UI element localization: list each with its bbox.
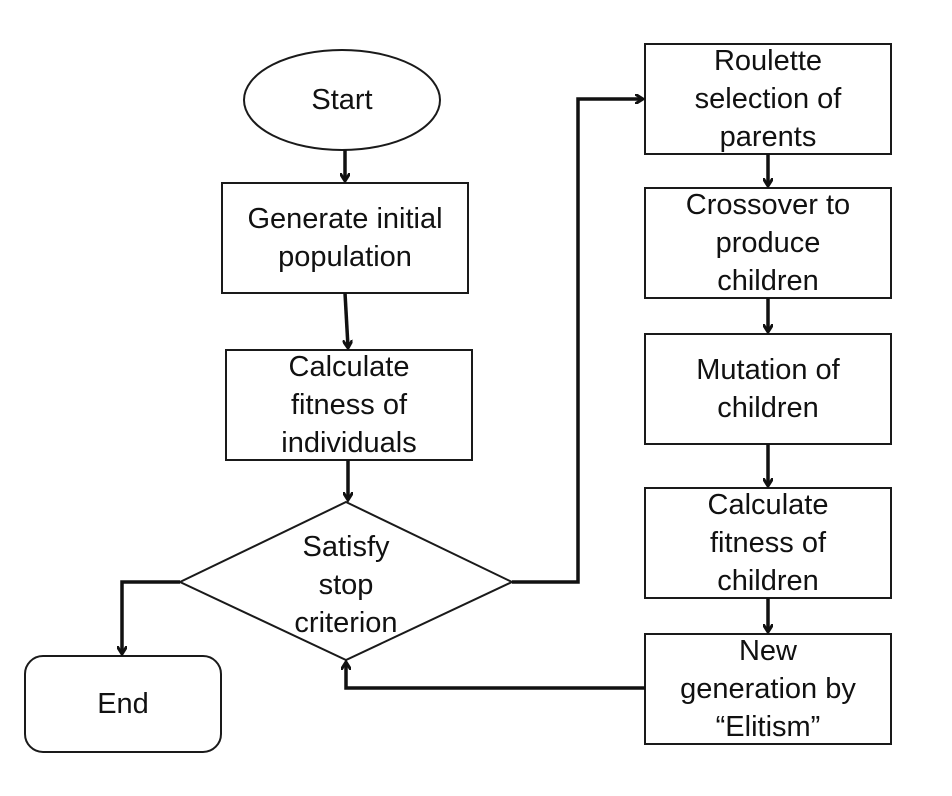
crossover-label: Crossover to produce children xyxy=(645,188,891,298)
roulette-box xyxy=(644,43,892,155)
crossover-box xyxy=(644,187,892,299)
stop-criterion-label: Satisfy stop criterion xyxy=(246,525,446,645)
mutation-line-2: children xyxy=(717,392,819,424)
new-gen-line-2: generation by xyxy=(680,673,856,705)
edge-generate-calc xyxy=(345,292,348,347)
start-label: Start xyxy=(244,50,440,150)
new-generation-box xyxy=(644,633,892,745)
stop-line-3: criterion xyxy=(294,607,398,639)
calc-fitness-child-line-2: fitness of xyxy=(709,527,827,559)
crossover-line-1: Crossover to xyxy=(685,189,851,221)
roulette-line-2: selection of xyxy=(694,83,842,115)
roulette-line-3: parents xyxy=(719,121,817,153)
calc-fitness-ind-line-3: individuals xyxy=(281,427,417,459)
mutation-label: Mutation of children xyxy=(645,334,891,444)
roulette-line-1: Roulette xyxy=(713,45,822,77)
mutation-box xyxy=(644,333,892,445)
mutation-line-1: Mutation of xyxy=(696,354,840,386)
generate-line-2: population xyxy=(278,241,412,273)
new-generation-label: New generation by “Elitism” xyxy=(645,634,891,744)
calc-fitness-individuals-label: Calculate fitness of individuals xyxy=(226,345,472,465)
calc-fitness-children-box xyxy=(644,487,892,599)
crossover-line-2: produce xyxy=(715,227,821,259)
edge-stop-end xyxy=(122,580,180,653)
calc-fitness-child-line-3: children xyxy=(717,565,819,597)
calc-fitness-ind-line-1: Calculate xyxy=(288,351,410,383)
start-ellipse xyxy=(243,49,441,151)
stop-line-1: Satisfy xyxy=(302,531,390,563)
generate-box xyxy=(221,182,469,294)
edge-stop-roulette xyxy=(512,99,642,584)
new-gen-line-1: New xyxy=(738,635,797,667)
calc-fitness-children-label: Calculate fitness of children xyxy=(645,488,891,598)
calc-fitness-child-line-1: Calculate xyxy=(707,489,829,521)
calc-fitness-ind-line-2: fitness of xyxy=(290,389,408,421)
end-box xyxy=(24,655,222,753)
generate-label: Generate initial population xyxy=(222,183,468,293)
end-label: End xyxy=(25,656,221,752)
stop-line-2: stop xyxy=(318,569,374,601)
roulette-label: Roulette selection of parents xyxy=(645,44,891,154)
generate-line-1: Generate initial xyxy=(247,203,443,235)
crossover-line-3: children xyxy=(717,265,819,297)
start-text: Start xyxy=(311,84,373,116)
edge-new-gen-stop xyxy=(346,663,645,690)
end-text: End xyxy=(97,688,149,720)
new-gen-line-3: “Elitism” xyxy=(715,711,821,743)
